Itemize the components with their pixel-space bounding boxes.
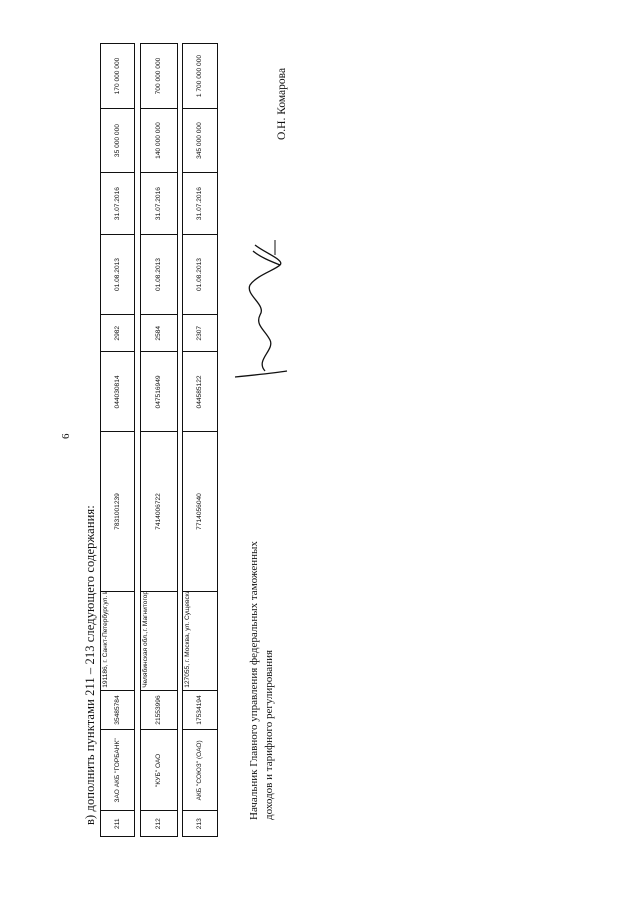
cell-num: 211: [101, 810, 134, 836]
cell-bik: 044030814: [101, 351, 134, 432]
address-line: ул. Итальянская, д. 15: [102, 591, 110, 605]
cell-address: 191186, г. Санкт-Петербург,ул. Итальянск…: [101, 590, 134, 690]
cell-date-from: 01.08.2013: [183, 234, 217, 315]
cell-date-to: 31.07.2016: [141, 172, 177, 234]
cell-bik: 047516949: [141, 351, 177, 432]
signer-title-line1: Начальник Главного управления федеральны…: [248, 541, 260, 820]
address-line: 127055, г. Москва, ул. Сущевская,: [184, 590, 191, 688]
page-number: 6: [60, 433, 72, 440]
section-heading: в) дополнить пунктами 211 – 213 следующе…: [83, 505, 97, 825]
cell-address: Челябинская обл.,г. Магнитогорск,ул. Гаг…: [141, 590, 177, 690]
cell-date-to: 31.07.2016: [183, 172, 217, 234]
cell-reg: 2307: [183, 314, 217, 352]
address-line: г. Магнитогорск,: [142, 590, 149, 632]
cell-bik: 044585122: [183, 351, 217, 432]
cell-name: ЗАО АКБ "ГОРБАНК": [101, 729, 134, 811]
address-line: 191186, г. Санкт-Петербург,: [102, 604, 109, 688]
signer-name: О.Н. Комарова: [276, 67, 288, 140]
signer-title-line2: доходов и тарифного регулирования: [263, 649, 275, 820]
cell-num: 213: [183, 810, 217, 836]
cell-amount2: 170 000 000: [113, 57, 121, 95]
cell-inn: 7414006722: [141, 431, 177, 591]
cell-okpo: 17534194: [183, 689, 217, 730]
cell-reg: 2982: [101, 314, 134, 352]
cell-okpo: 21553996: [141, 689, 177, 730]
cell-reg: 2584: [141, 314, 177, 352]
cell-amount1: 345 000 000: [183, 108, 217, 173]
cell-date-from: 01.08.2013: [141, 234, 177, 315]
cell-name: "КУБ" ОАО: [141, 729, 177, 811]
cell-okpo: 35485784: [101, 689, 134, 730]
cell-name: АКБ "СОЮЗ" (ОАО): [183, 729, 217, 811]
cell-num: 212: [141, 810, 177, 836]
cell-date-to: 31.07.2016: [101, 172, 134, 234]
cell-amount1: 140 000 000: [141, 108, 177, 173]
cell-address: 127055, г. Москва, ул. Сущевская,д. 27, …: [183, 590, 217, 690]
cell-amount2: 1 700 000 000: [196, 54, 204, 98]
cell-inn: 7714056040: [183, 431, 217, 591]
cell-amount2: 700 000 000: [155, 57, 163, 95]
handwritten-signature: [234, 240, 288, 378]
address-line: Челябинская обл.,: [142, 631, 149, 688]
cell-amount1: 35 000 000: [101, 108, 134, 173]
cell-inn: 7831001239: [101, 431, 134, 591]
cell-date-from: 01.08.2013: [101, 234, 134, 315]
